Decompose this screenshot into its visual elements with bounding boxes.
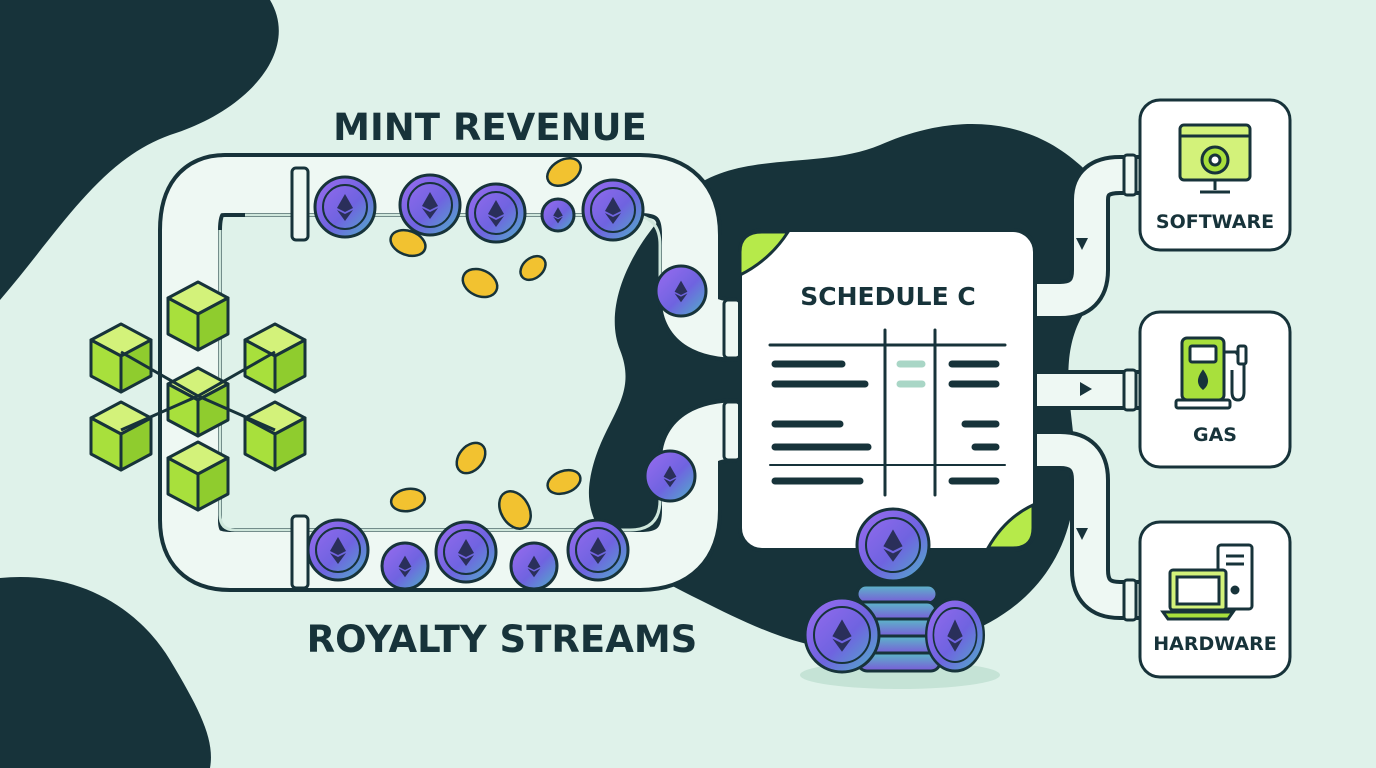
- laptop-tower-icon: [1160, 543, 1254, 621]
- gold-coins: [389, 157, 582, 530]
- category-label-gas: GAS: [1193, 424, 1237, 446]
- pipe-loop: [158, 153, 772, 592]
- mint-revenue-label: MINT REVENUE: [333, 106, 647, 149]
- blockchain-cube-cluster: [89, 280, 307, 512]
- eth-coins-top: [313, 173, 708, 318]
- corner-blob-bottom-left: [0, 576, 211, 768]
- royalty-streams-label: ROYALTY STREAMS: [307, 618, 698, 661]
- software-monitor-gear-icon: [1178, 123, 1252, 194]
- category-card-hardware: HARDWARE: [1138, 520, 1292, 679]
- category-label-hardware: HARDWARE: [1153, 633, 1276, 655]
- form-table-lines: [768, 328, 1007, 497]
- eth-coin-stack: [800, 507, 1000, 689]
- category-card-gas: GAS: [1138, 310, 1292, 469]
- category-label-software: SOFTWARE: [1156, 211, 1274, 233]
- corner-blob-top-left: [0, 0, 279, 300]
- gas-pump-icon: [1174, 336, 1248, 410]
- schedule-c-title: SCHEDULE C: [800, 282, 975, 311]
- eth-coins-bottom: [306, 449, 697, 591]
- category-pipes: [1030, 153, 1140, 622]
- schedule-c-form: SCHEDULE C: [738, 228, 1037, 552]
- category-card-software: SOFTWARE: [1138, 98, 1292, 252]
